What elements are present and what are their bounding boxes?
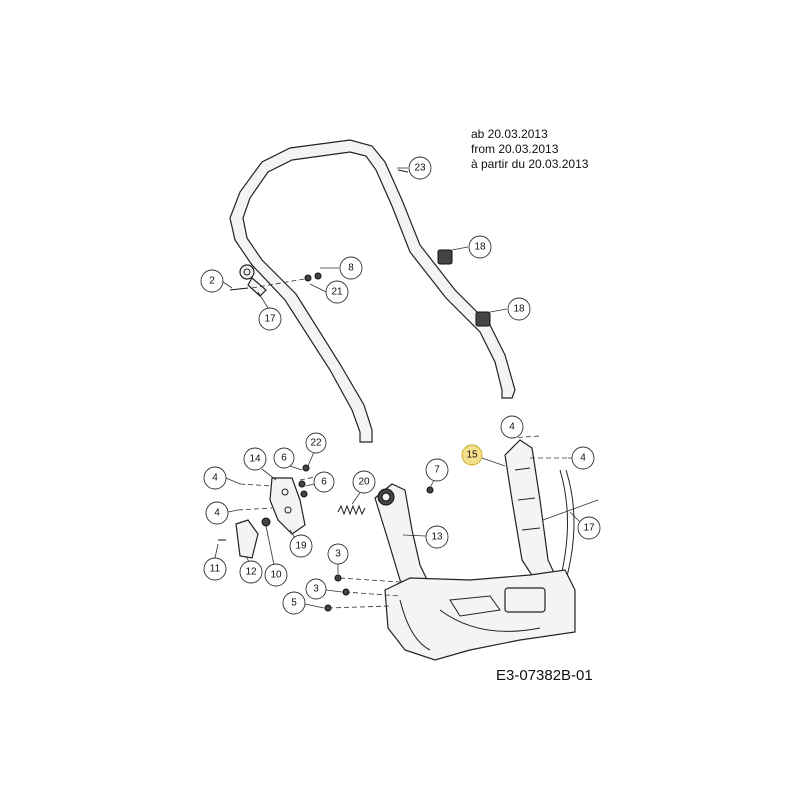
callouts: 23 18 18 2 8 21 17 4 15 4 17 14 6 22 6 4… <box>200 156 601 615</box>
svg-text:5: 5 <box>291 598 297 609</box>
svg-text:19: 19 <box>295 541 307 552</box>
svg-text:4: 4 <box>509 422 515 433</box>
svg-text:23: 23 <box>414 163 426 174</box>
right-handle-bracket <box>504 435 599 581</box>
left-height-adjust-assembly <box>218 464 321 559</box>
callout-17-right: 17 <box>569 511 601 540</box>
callout-4-left-upper: 4 <box>203 466 241 490</box>
svg-text:2: 2 <box>209 276 215 287</box>
callout-4-top-right: 4 <box>500 415 524 439</box>
validity-note-fr: à partir du 20.03.2013 <box>471 157 589 171</box>
svg-text:7: 7 <box>434 465 440 476</box>
callout-20: 20 <box>351 470 376 505</box>
callout-7: 7 <box>425 458 449 489</box>
drawing-code: E3-07382B-01 <box>496 667 593 684</box>
handle-clamps <box>437 249 491 327</box>
svg-text:18: 18 <box>474 242 486 253</box>
callout-18-lower: 18 <box>489 297 531 321</box>
svg-text:15: 15 <box>466 450 478 461</box>
svg-text:17: 17 <box>583 523 595 534</box>
svg-text:18: 18 <box>513 304 525 315</box>
svg-text:22: 22 <box>310 438 322 449</box>
callout-4-right: 4 <box>568 446 595 470</box>
svg-text:4: 4 <box>580 453 586 464</box>
callout-11: 11 <box>203 543 227 581</box>
callout-6-lower: 6 <box>305 471 335 493</box>
svg-text:8: 8 <box>348 263 354 274</box>
callout-22: 22 <box>305 432 327 467</box>
height-adjust-bracket <box>374 483 434 601</box>
callout-12: 12 <box>239 555 263 584</box>
callout-3-lower: 3 <box>305 578 343 600</box>
svg-text:14: 14 <box>249 454 261 465</box>
svg-text:3: 3 <box>313 584 319 595</box>
callout-18-upper: 18 <box>451 235 492 259</box>
callout-5: 5 <box>282 591 325 615</box>
svg-text:4: 4 <box>212 473 218 484</box>
spring <box>337 504 366 516</box>
callout-13: 13 <box>402 525 449 549</box>
callout-15: 15 <box>461 444 506 467</box>
svg-text:20: 20 <box>358 477 370 488</box>
callout-10: 10 <box>264 525 288 587</box>
callout-19: 19 <box>289 529 313 558</box>
callout-2: 2 <box>200 269 233 293</box>
callout-17-upper: 17 <box>257 291 282 331</box>
svg-text:6: 6 <box>281 453 287 464</box>
svg-text:4: 4 <box>214 508 220 519</box>
svg-text:3: 3 <box>335 549 341 560</box>
callout-3-upper: 3 <box>327 543 349 574</box>
mower-deck-rear <box>324 569 576 661</box>
cable-guide-assembly <box>229 264 322 297</box>
validity-note-en: from 20.03.2013 <box>471 142 559 156</box>
svg-text:10: 10 <box>270 570 282 581</box>
upper-handle <box>229 139 516 443</box>
svg-text:6: 6 <box>321 477 327 488</box>
callout-14: 14 <box>243 447 277 481</box>
svg-text:17: 17 <box>264 314 276 325</box>
callout-23: 23 <box>397 156 432 180</box>
callout-21: 21 <box>309 280 349 304</box>
svg-text:21: 21 <box>331 287 343 298</box>
validity-note-de: ab 20.03.2013 <box>471 127 548 141</box>
callout-6-upper: 6 <box>273 447 303 471</box>
callout-4-left-lower: 4 <box>205 501 239 525</box>
callout-8: 8 <box>320 256 363 280</box>
svg-text:13: 13 <box>431 532 443 543</box>
svg-text:12: 12 <box>245 567 257 578</box>
svg-text:11: 11 <box>210 564 221 575</box>
